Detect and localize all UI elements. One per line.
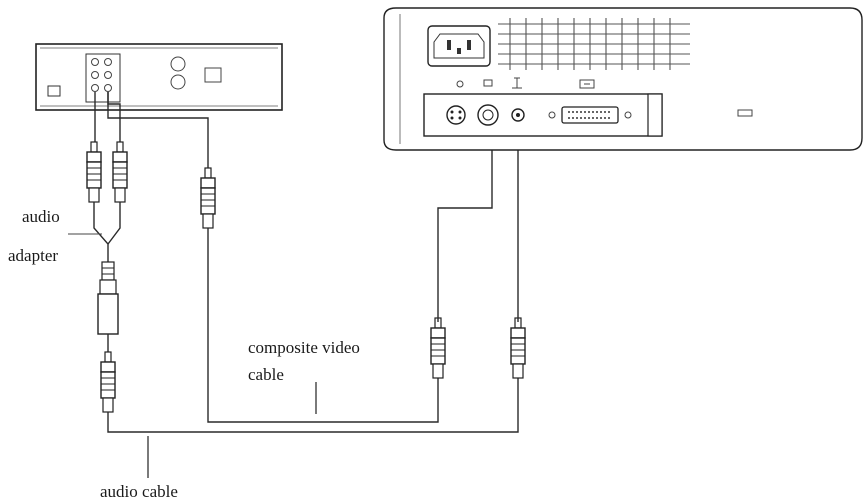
vcr-output-jacks	[91, 58, 112, 92]
computer-label-icon	[579, 79, 595, 89]
audio-plug-projector	[510, 317, 526, 379]
audio-adapter-label-line1: audio	[22, 207, 60, 226]
audio-right-plug	[112, 141, 128, 203]
audio-label-icon	[512, 77, 522, 89]
audio-adapter-label-line2: adapter	[8, 246, 58, 265]
audio-cable-plug-left	[100, 351, 116, 413]
power-inlet	[427, 25, 491, 67]
composite-plug-projector	[430, 317, 446, 379]
composite-video-label-line1: composite video	[248, 338, 360, 357]
video-label-icon	[483, 79, 493, 87]
vent-grid	[498, 18, 690, 70]
audio-adapter-connector	[97, 261, 119, 335]
audio-port	[511, 108, 525, 122]
audio-left-plug	[86, 141, 102, 203]
vcr-device	[35, 43, 283, 111]
svideo-port	[446, 105, 466, 125]
status-led	[737, 109, 753, 117]
svideo-label-icon	[456, 80, 464, 88]
projector	[383, 7, 863, 151]
composite-plug-source	[200, 167, 216, 229]
composite-video-label-line2: cable	[248, 365, 284, 384]
composite-video-port	[477, 104, 499, 126]
audio-cable-label: audio cable	[100, 482, 178, 501]
dvi-port	[548, 106, 632, 124]
